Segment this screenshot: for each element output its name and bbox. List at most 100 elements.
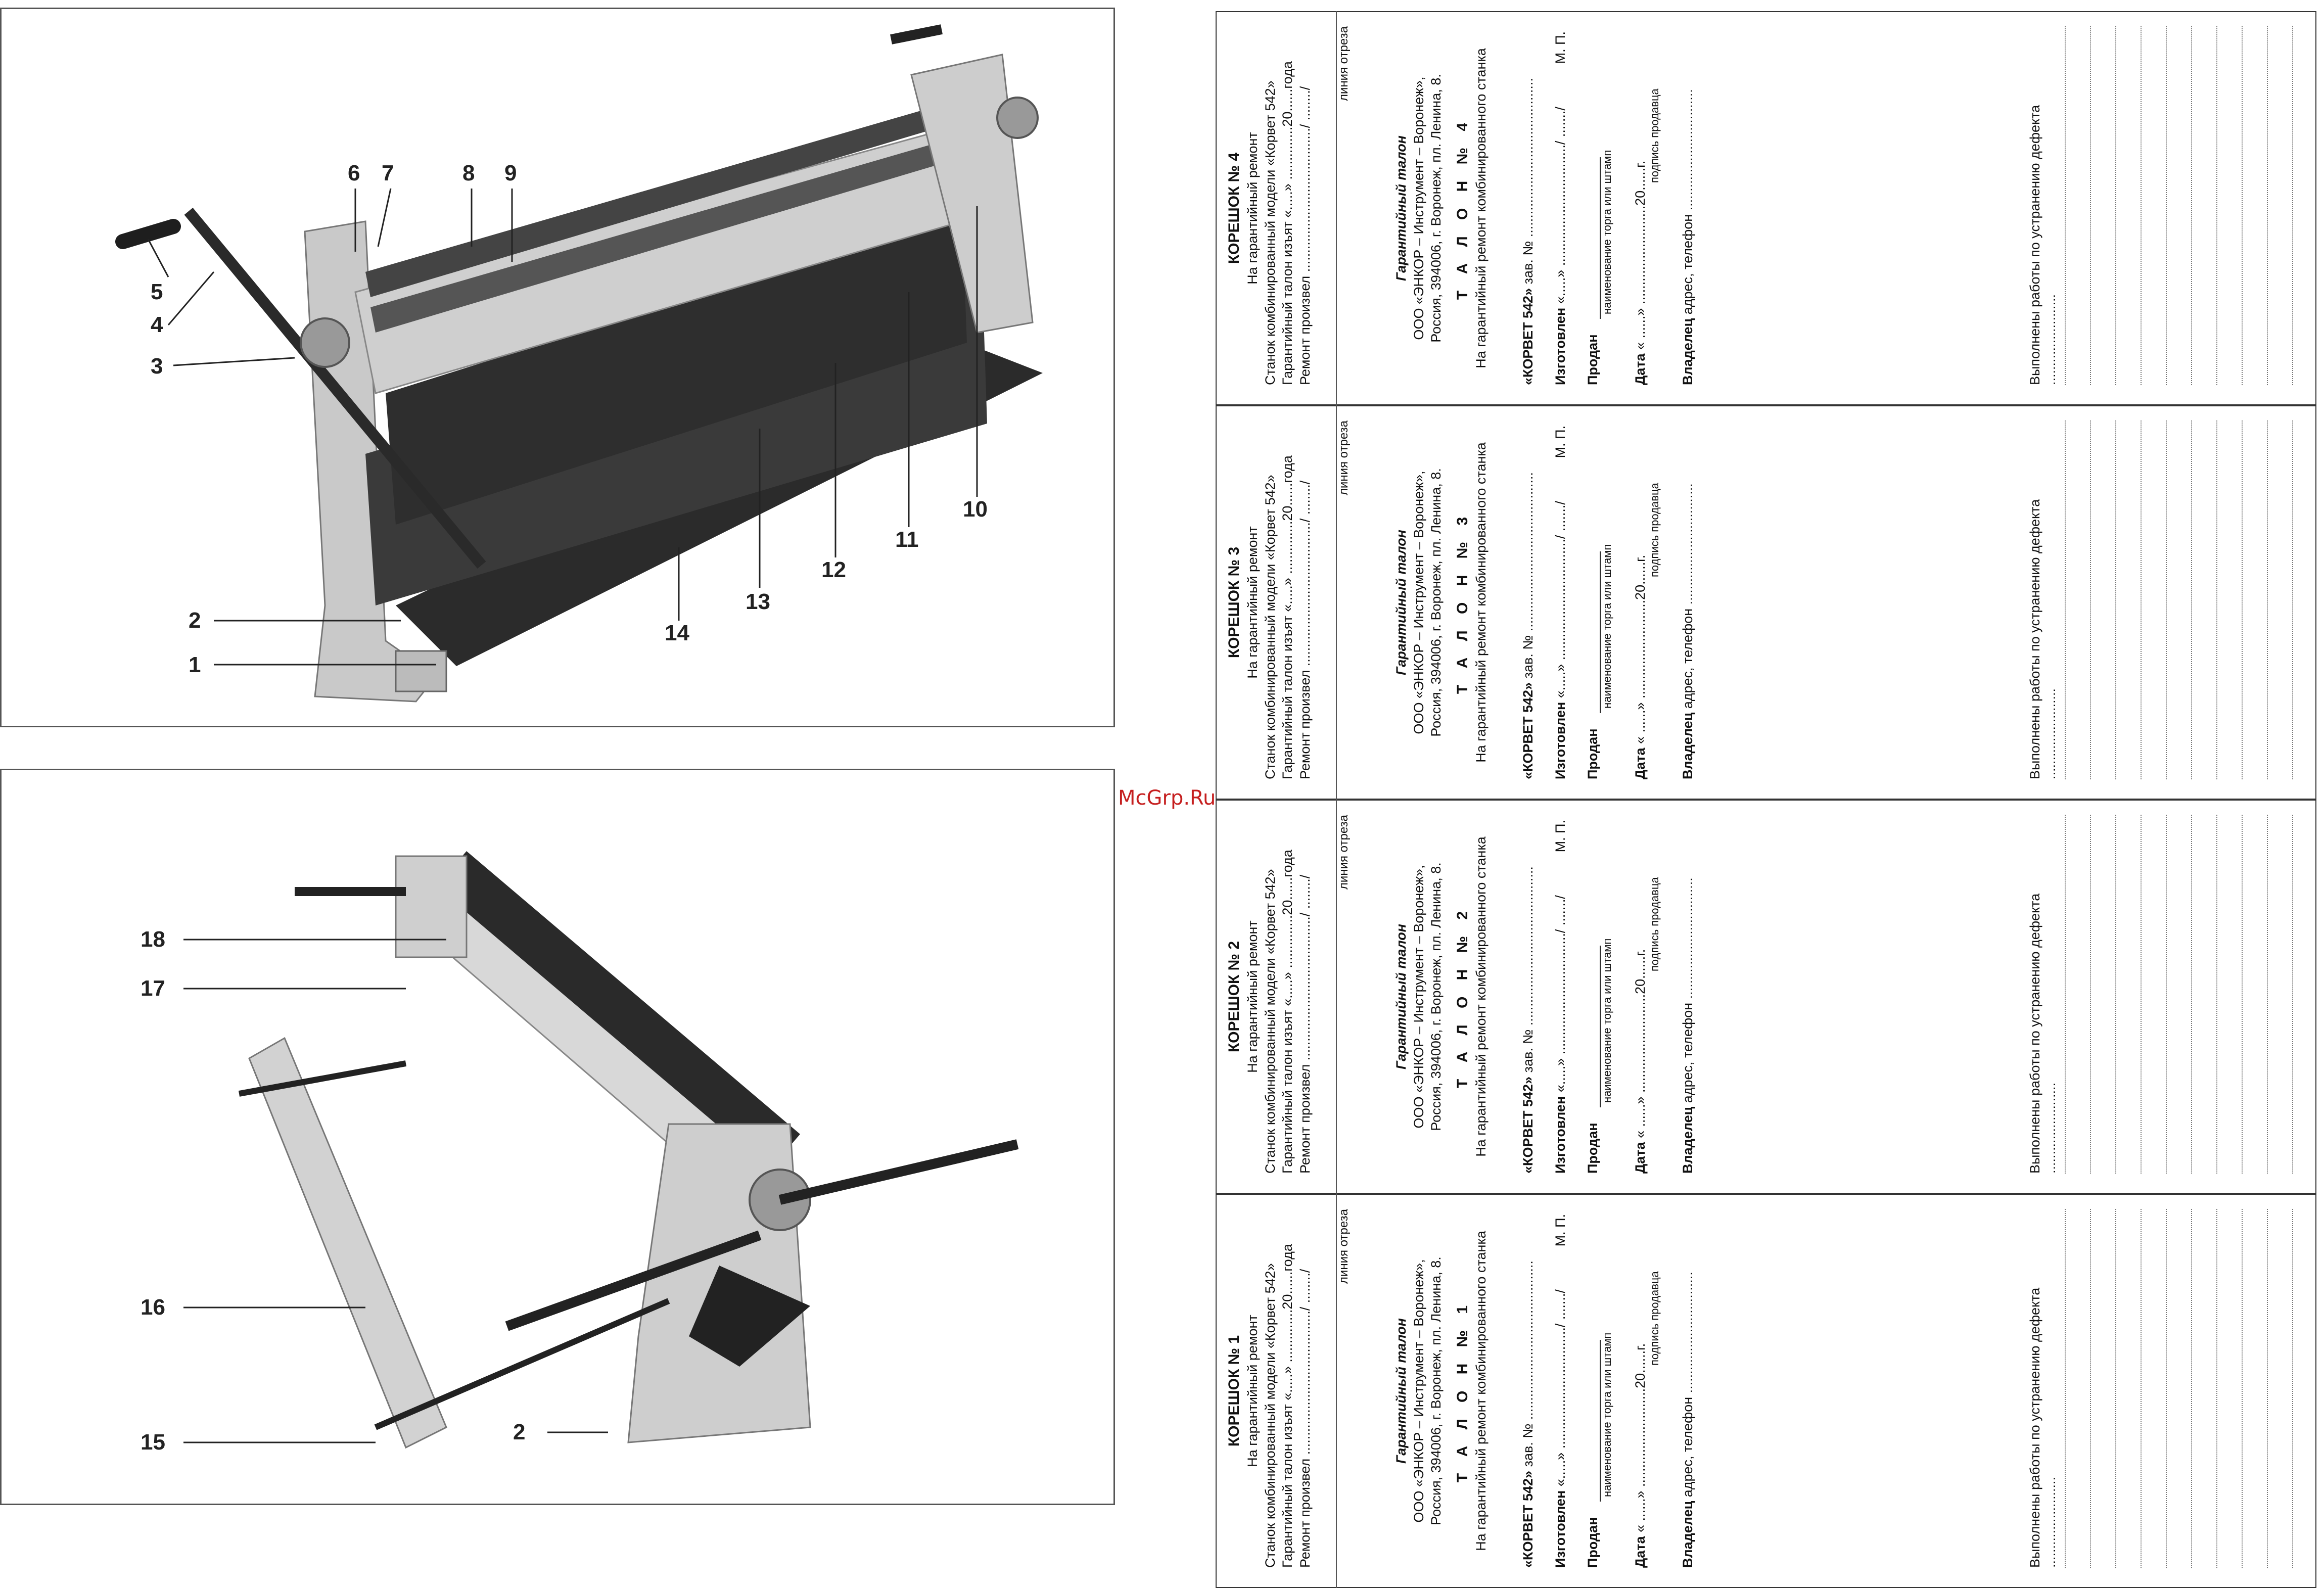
callout-1: 1 — [189, 652, 201, 677]
company-name: ООО «ЭНКОР – Инструмент – Воронеж», — [1411, 865, 1426, 1129]
date-field: « ......» ..........................20..… — [1632, 1343, 1648, 1532]
ticket-heading: Гарантийный талон — [1393, 530, 1409, 675]
owner-label: Владелец — [1680, 318, 1695, 385]
stub-title: КОРЕШОК № 3 — [1226, 546, 1242, 659]
ticket: Гарантийный талон ООО «ЭНКОР – Инструмен… — [1352, 800, 2019, 1194]
cut-line: линия отреза — [1336, 405, 1351, 800]
owner-field: адрес, телефон .........................… — [1680, 1272, 1695, 1498]
serial-field: зав. № .................................… — [1520, 866, 1536, 1073]
date-field: « ......» ..........................20..… — [1632, 160, 1648, 350]
ticket: Гарантийный талон ООО «ЭНКОР – Инструмен… — [1352, 1194, 2019, 1588]
ticket-subtitle: На гарантийный ремонт комбинированного с… — [1473, 442, 1489, 763]
upper-roller — [436, 851, 800, 1170]
gauge-rod-top — [238, 1060, 407, 1097]
defect-label: Выполнены работы по устранению дефекта .… — [2027, 105, 2058, 385]
stub: КОРЕШОК № 4 На гарантийный ремонт Станок… — [1216, 11, 1332, 405]
callout-leaders-bottom — [183, 939, 608, 1443]
left-handle-grip — [115, 219, 181, 249]
ticket-subtitle: На гарантийный ремонт комбинированного с… — [1473, 836, 1489, 1157]
callout-4: 4 — [151, 312, 163, 337]
stamp-mark: М. П. — [1552, 426, 1568, 458]
sold-line — [1585, 1340, 1601, 1502]
sold-note: наименование торга или штамп — [1600, 938, 1613, 1103]
serial-field: зав. № .................................… — [1520, 1260, 1536, 1467]
middle-plate — [386, 211, 967, 525]
model-label: «КОРВЕТ 542» — [1520, 682, 1536, 779]
stub-line: Станок комбинированный модели «Корвет 54… — [1262, 475, 1278, 779]
owner-field: адрес, телефон .........................… — [1680, 877, 1695, 1103]
model-label: «КОРВЕТ 542» — [1520, 288, 1536, 385]
sold-note: наименование торга или штамп — [1600, 1332, 1613, 1497]
stub-line: Ремонт произвел ........................… — [1297, 86, 1313, 385]
stamp-mark: М. П. — [1552, 31, 1568, 64]
defect-label: Выполнены работы по устранению дефекта .… — [2027, 499, 2058, 779]
callout-15: 15 — [141, 1430, 165, 1455]
left-foot — [395, 650, 447, 692]
owner-label: Владелец — [1680, 1106, 1695, 1174]
right-crank-bottom — [778, 1139, 1019, 1205]
company-name: ООО «ЭНКОР – Инструмент – Воронеж», — [1411, 76, 1426, 340]
stub: КОРЕШОК № 1 На гарантийный ремонт Станок… — [1216, 1194, 1332, 1588]
coupon-2: КОРЕШОК № 2 На гарантийный ремонт Станок… — [1216, 800, 2316, 1194]
stub-line: Ремонт произвел ........................… — [1297, 1269, 1313, 1568]
sold-line — [1585, 157, 1601, 319]
stub: КОРЕШОК № 3 На гарантийный ремонт Станок… — [1216, 405, 1332, 800]
roller-top — [365, 90, 997, 297]
callout-14: 14 — [665, 621, 689, 645]
serial-field: зав. № .................................… — [1520, 78, 1536, 285]
sold-label: Продан — [1585, 1123, 1600, 1174]
stub: КОРЕШОК № 2 На гарантийный ремонт Станок… — [1216, 800, 1332, 1194]
machine-illustration-bottom — [183, 851, 1019, 1449]
stub-line: Гарантийный талон изъят «.....» ........… — [1280, 61, 1295, 385]
ticket-heading: Гарантийный талон — [1393, 924, 1409, 1069]
ticket-title: Т А Л О Н № 3 — [1454, 510, 1471, 694]
coupon-1: КОРЕШОК № 1 На гарантийный ремонт Станок… — [1216, 1194, 2316, 1588]
company-name: ООО «ЭНКОР – Инструмент – Воронеж», — [1411, 1259, 1426, 1523]
machine-illustration-top — [115, 24, 1043, 703]
ticket: Гарантийный талон ООО «ЭНКОР – Инструмен… — [1352, 405, 2019, 800]
stub-line: На гарантийный ремонт — [1245, 526, 1261, 679]
callout-16: 16 — [141, 1295, 165, 1320]
made-field: «.....» ................................… — [1552, 1289, 1568, 1487]
owner-field: адрес, телефон .........................… — [1680, 89, 1695, 315]
stub-title: КОРЕШОК № 2 — [1226, 941, 1242, 1053]
stub-line: На гарантийный ремонт — [1245, 920, 1261, 1073]
stub-line: Гарантийный талон изъят «.....» ........… — [1280, 1244, 1295, 1568]
sold-line — [1585, 946, 1601, 1108]
sold-label: Продан — [1585, 728, 1600, 780]
top-stand — [395, 855, 468, 958]
date-label: Дата — [1632, 748, 1648, 780]
ticket-heading: Гарантийный талон — [1393, 1318, 1409, 1464]
cut-line: линия отреза — [1336, 11, 1351, 405]
defect-section: Выполнены работы по устранению дефекта .… — [2024, 11, 2316, 405]
owner-label: Владелец — [1680, 712, 1695, 779]
roller-bottom — [370, 125, 1002, 333]
warranty-coupons: КОРЕШОК № 4 На гарантийный ремонт Станок… — [1216, 11, 2316, 1588]
stub-line: Ремонт произвел ........................… — [1297, 480, 1313, 779]
sold-label: Продан — [1585, 1517, 1600, 1568]
stub-line: На гарантийный ремонт — [1245, 132, 1261, 285]
callout-2-bottom: 2 — [513, 1420, 526, 1444]
company-address: Россия, 394006, г. Воронеж, пл. Ленина, … — [1428, 468, 1444, 737]
callout-12: 12 — [821, 557, 846, 582]
company-address: Россия, 394006, г. Воронеж, пл. Ленина, … — [1428, 74, 1444, 343]
stub-line: На гарантийный ремонт — [1245, 1315, 1261, 1467]
stub-line: Ремонт произвел ........................… — [1297, 874, 1313, 1174]
date-field: « ......» ..........................20..… — [1632, 554, 1648, 744]
made-label: Изготовлен — [1552, 1096, 1568, 1174]
model-label: «КОРВЕТ 542» — [1520, 1076, 1536, 1174]
callout-10: 10 — [963, 497, 988, 522]
ticket: Гарантийный талон ООО «ЭНКОР – Инструмен… — [1352, 11, 2019, 405]
cut-line: линия отреза — [1336, 1194, 1351, 1588]
made-field: «.....» ................................… — [1552, 895, 1568, 1093]
right-hub — [996, 97, 1039, 139]
model-label: «КОРВЕТ 542» — [1520, 1470, 1536, 1568]
date-label: Дата — [1632, 1536, 1648, 1568]
owner-field: адрес, телефон .........................… — [1680, 483, 1695, 709]
callout-11: 11 — [895, 527, 919, 552]
seller-signature: подпись продавца — [1648, 1271, 1661, 1366]
stub-title: КОРЕШОК № 4 — [1226, 152, 1242, 264]
made-label: Изготовлен — [1552, 702, 1568, 779]
back-gauge — [248, 1037, 447, 1449]
callout-13: 13 — [746, 589, 770, 614]
